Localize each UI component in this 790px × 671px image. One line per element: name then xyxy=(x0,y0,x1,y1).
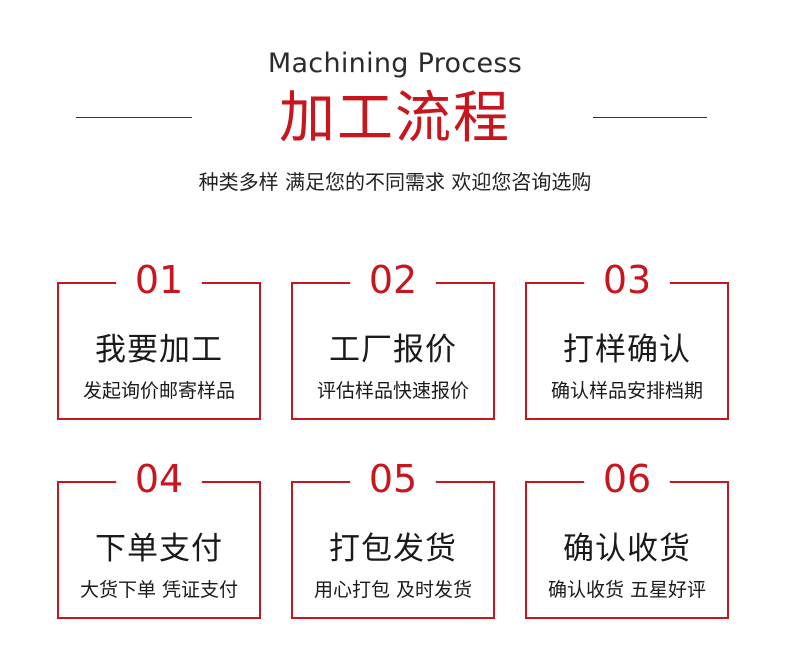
divider-right xyxy=(593,117,707,118)
step-title: 打样确认 xyxy=(563,332,691,368)
step-title: 下单支付 xyxy=(95,531,223,567)
step-card-06: 06 确认收货 确认收货 五星好评 xyxy=(525,451,729,619)
header-title-cn: 加工流程 xyxy=(279,86,511,151)
step-description: 评估样品快速报价 xyxy=(316,380,469,402)
step-card-02: 02 工厂报价 评估样品快速报价 xyxy=(291,252,495,420)
header-title-en: Machining Process xyxy=(267,48,523,79)
step-badge: 04 xyxy=(126,451,192,507)
step-description: 大货下单 凭证支付 xyxy=(79,579,239,601)
step-number: 01 xyxy=(134,258,184,302)
divider-left xyxy=(76,117,192,118)
step-description: 用心打包 及时发货 xyxy=(313,579,473,601)
step-title: 打包发货 xyxy=(329,531,457,567)
step-number: 05 xyxy=(368,457,418,501)
step-card-01: 01 我要加工 发起询价邮寄样品 xyxy=(57,252,261,420)
step-badge: 01 xyxy=(126,252,192,308)
step-description: 确认收货 五星好评 xyxy=(547,579,707,601)
step-badge: 03 xyxy=(594,252,660,308)
step-card-04: 04 下单支付 大货下单 凭证支付 xyxy=(57,451,261,619)
step-description: 发起询价邮寄样品 xyxy=(82,380,235,402)
step-number: 02 xyxy=(368,258,418,302)
step-number: 04 xyxy=(134,457,184,501)
header-subtitle: 种类多样 满足您的不同需求 欢迎您咨询选购 xyxy=(198,170,592,194)
step-title: 确认收货 xyxy=(563,531,691,567)
step-number: 06 xyxy=(602,457,652,501)
step-description: 确认样品安排档期 xyxy=(550,380,703,402)
step-title: 工厂报价 xyxy=(329,332,457,368)
step-title: 我要加工 xyxy=(95,332,223,368)
step-card-05: 05 打包发货 用心打包 及时发货 xyxy=(291,451,495,619)
step-number: 03 xyxy=(602,258,652,302)
step-badge: 05 xyxy=(360,451,426,507)
step-card-03: 03 打样确认 确认样品安排档期 xyxy=(525,252,729,420)
step-badge: 02 xyxy=(360,252,426,308)
step-badge: 06 xyxy=(594,451,660,507)
